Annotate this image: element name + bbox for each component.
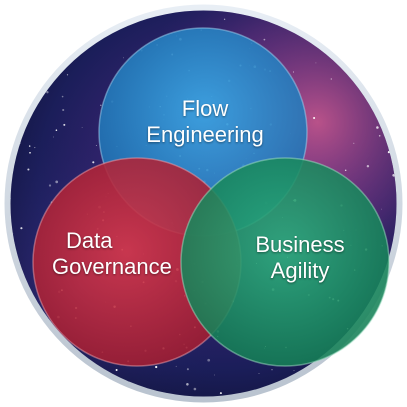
star <box>344 169 347 172</box>
star <box>214 374 215 376</box>
star <box>175 365 177 367</box>
star <box>95 144 97 147</box>
label-line: Flow <box>181 96 229 121</box>
star <box>223 18 226 20</box>
label-line: Agility <box>270 258 330 283</box>
star <box>382 317 386 321</box>
star <box>74 24 76 25</box>
star <box>329 389 332 393</box>
star <box>81 127 83 129</box>
star <box>18 68 21 71</box>
star <box>82 382 84 384</box>
star <box>16 128 19 131</box>
label-flow-engineering: Flow Engineering <box>120 96 290 148</box>
star <box>39 350 41 352</box>
star <box>293 71 295 73</box>
star <box>73 10 76 13</box>
star <box>263 38 266 41</box>
star <box>186 368 189 371</box>
star <box>207 358 211 362</box>
star <box>97 375 99 377</box>
star <box>100 104 102 107</box>
star <box>46 91 49 94</box>
star <box>378 135 381 137</box>
label-line: Data <box>66 228 113 253</box>
star <box>384 355 386 357</box>
star <box>62 108 65 112</box>
star <box>155 365 158 369</box>
star <box>41 65 43 67</box>
star <box>123 396 125 397</box>
star <box>380 208 382 210</box>
star <box>271 369 273 371</box>
star <box>36 72 38 73</box>
star <box>63 123 66 126</box>
star <box>122 57 124 59</box>
star <box>268 10 270 12</box>
star <box>262 12 264 14</box>
star <box>27 168 30 171</box>
star <box>258 373 260 374</box>
star <box>376 126 379 129</box>
star <box>29 151 31 154</box>
star <box>352 376 354 378</box>
label-line: Governance <box>52 254 172 279</box>
star <box>282 15 284 17</box>
star <box>25 313 29 317</box>
star <box>186 383 189 386</box>
star <box>385 40 388 44</box>
star <box>115 369 118 371</box>
star <box>337 352 341 356</box>
star <box>330 78 332 80</box>
star <box>376 10 379 12</box>
star <box>48 184 52 187</box>
star <box>66 74 69 76</box>
star <box>353 142 355 144</box>
star <box>14 104 16 106</box>
star <box>387 390 389 392</box>
star <box>60 13 63 17</box>
label-line: Engineering <box>146 122 264 147</box>
star <box>366 164 370 168</box>
star <box>10 387 13 390</box>
star <box>53 136 55 138</box>
star <box>76 28 80 31</box>
star <box>293 370 295 371</box>
circle-business-agility <box>180 157 390 367</box>
star <box>351 27 355 30</box>
star <box>29 145 31 147</box>
star <box>315 62 317 64</box>
star <box>219 392 222 395</box>
star <box>102 376 104 378</box>
label-line: Business <box>255 232 345 257</box>
star <box>386 78 388 80</box>
star <box>334 378 336 380</box>
star <box>20 227 23 230</box>
star <box>75 390 77 393</box>
star <box>193 387 197 391</box>
star <box>55 180 59 184</box>
label-business-agility: Business Agility <box>235 232 365 284</box>
star <box>55 129 58 131</box>
star <box>313 116 316 120</box>
star <box>338 21 340 23</box>
star <box>61 95 64 98</box>
star <box>367 341 370 345</box>
star <box>92 161 95 164</box>
star <box>34 147 36 149</box>
star <box>315 18 318 21</box>
star <box>388 11 390 13</box>
label-data-governance: Data Governance <box>52 228 212 280</box>
